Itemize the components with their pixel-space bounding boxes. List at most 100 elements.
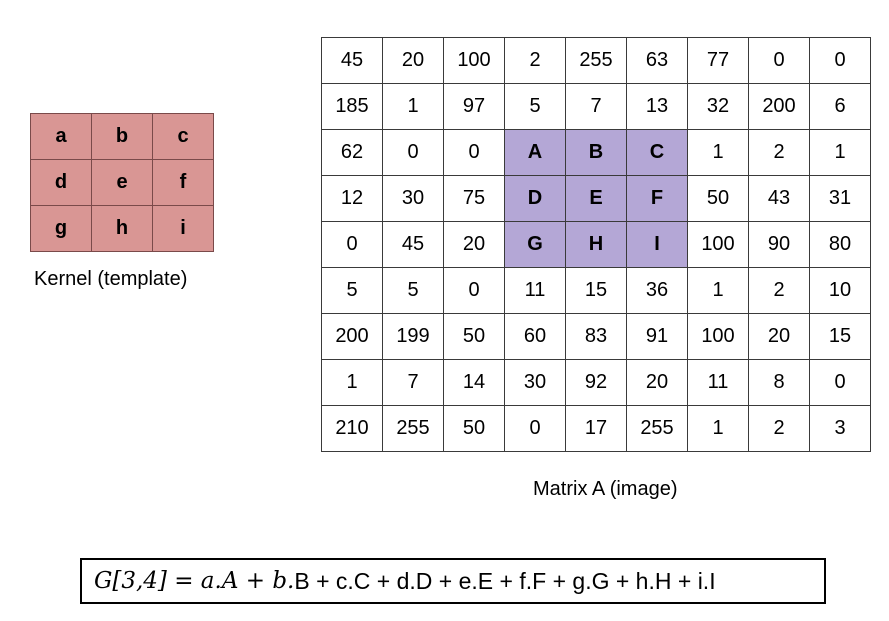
matrix-cell: 0 — [443, 129, 505, 176]
kernel-cell: e — [91, 159, 153, 206]
matrix-cell: 3 — [809, 405, 871, 452]
matrix-cell: 83 — [565, 313, 627, 360]
matrix-cell: 7 — [382, 359, 444, 406]
matrix-cell: 20 — [382, 37, 444, 84]
kernel-cell: c — [152, 113, 214, 160]
matrix-cell: 200 — [321, 313, 383, 360]
matrix-cell: 20 — [443, 221, 505, 268]
matrix-cell: 60 — [504, 313, 566, 360]
matrix-cell: 2 — [748, 405, 810, 452]
matrix-cell: 32 — [687, 83, 749, 130]
matrix-highlighted-cell: H — [565, 221, 627, 268]
matrix-cell: 0 — [321, 221, 383, 268]
matrix-cell: 0 — [748, 37, 810, 84]
matrix-cell: 30 — [504, 359, 566, 406]
formula-math-part: G[3,4] = a.A + b. — [94, 568, 295, 594]
matrix-cell: 255 — [382, 405, 444, 452]
matrix-cell: 90 — [748, 221, 810, 268]
matrix-highlighted-cell: C — [626, 129, 688, 176]
matrix-cell: 91 — [626, 313, 688, 360]
matrix-cell: 97 — [443, 83, 505, 130]
matrix-cell: 15 — [565, 267, 627, 314]
matrix-cell: 92 — [565, 359, 627, 406]
matrix-cell: 2 — [748, 129, 810, 176]
matrix-cell: 10 — [809, 267, 871, 314]
matrix-cell: 1 — [809, 129, 871, 176]
matrix-cell: 0 — [504, 405, 566, 452]
matrix-highlighted-cell: D — [504, 175, 566, 222]
matrix-cell: 11 — [687, 359, 749, 406]
matrix-highlighted-cell: B — [565, 129, 627, 176]
matrix-cell: 1 — [687, 267, 749, 314]
kernel-cell: h — [91, 205, 153, 252]
matrix-cell: 50 — [443, 405, 505, 452]
matrix-cell: 2 — [504, 37, 566, 84]
matrix-cell: 1 — [382, 83, 444, 130]
matrix-cell: 75 — [443, 175, 505, 222]
matrix-cell: 6 — [809, 83, 871, 130]
matrix-cell: 100 — [687, 313, 749, 360]
matrix-cell: 77 — [687, 37, 749, 84]
kernel-cell: i — [152, 205, 214, 252]
matrix-cell: 0 — [382, 129, 444, 176]
matrix-cell: 13 — [626, 83, 688, 130]
matrix-highlighted-cell: G — [504, 221, 566, 268]
formula-box: G[3,4] = a.A + b.B + c.C + d.D + e.E + f… — [80, 558, 826, 604]
matrix-cell: 200 — [748, 83, 810, 130]
matrix-cell: 1 — [321, 359, 383, 406]
kernel-cell: f — [152, 159, 214, 206]
matrix-caption: Matrix A (image) — [533, 478, 678, 500]
matrix-cell: 36 — [626, 267, 688, 314]
matrix-cell: 2 — [748, 267, 810, 314]
matrix-cell: 45 — [321, 37, 383, 84]
matrix-cell: 100 — [687, 221, 749, 268]
matrix-cell: 30 — [382, 175, 444, 222]
matrix-cell: 80 — [809, 221, 871, 268]
matrix-cell: 100 — [443, 37, 505, 84]
matrix-cell: 1 — [687, 129, 749, 176]
matrix-cell: 255 — [565, 37, 627, 84]
matrix-cell: 63 — [626, 37, 688, 84]
matrix-cell: 5 — [504, 83, 566, 130]
matrix-cell: 7 — [565, 83, 627, 130]
matrix-cell: 50 — [687, 175, 749, 222]
kernel-cell: a — [30, 113, 92, 160]
matrix-cell: 15 — [809, 313, 871, 360]
matrix-cell: 31 — [809, 175, 871, 222]
kernel-cell: g — [30, 205, 92, 252]
kernel-cell: d — [30, 159, 92, 206]
matrix-cell: 20 — [748, 313, 810, 360]
kernel-cell: b — [91, 113, 153, 160]
matrix-cell: 12 — [321, 175, 383, 222]
matrix-cell: 11 — [504, 267, 566, 314]
matrix-cell: 0 — [809, 359, 871, 406]
matrix-highlighted-cell: E — [565, 175, 627, 222]
matrix-cell: 185 — [321, 83, 383, 130]
matrix-cell: 255 — [626, 405, 688, 452]
matrix-cell: 210 — [321, 405, 383, 452]
matrix-cell: 43 — [748, 175, 810, 222]
matrix-cell: 1 — [687, 405, 749, 452]
matrix-cell: 5 — [321, 267, 383, 314]
matrix-highlighted-cell: A — [504, 129, 566, 176]
matrix-cell: 50 — [443, 313, 505, 360]
matrix-cell: 0 — [809, 37, 871, 84]
matrix-cell: 8 — [748, 359, 810, 406]
matrix-cell: 20 — [626, 359, 688, 406]
matrix-cell: 0 — [443, 267, 505, 314]
matrix-cell: 62 — [321, 129, 383, 176]
matrix-cell: 199 — [382, 313, 444, 360]
matrix-cell: 17 — [565, 405, 627, 452]
